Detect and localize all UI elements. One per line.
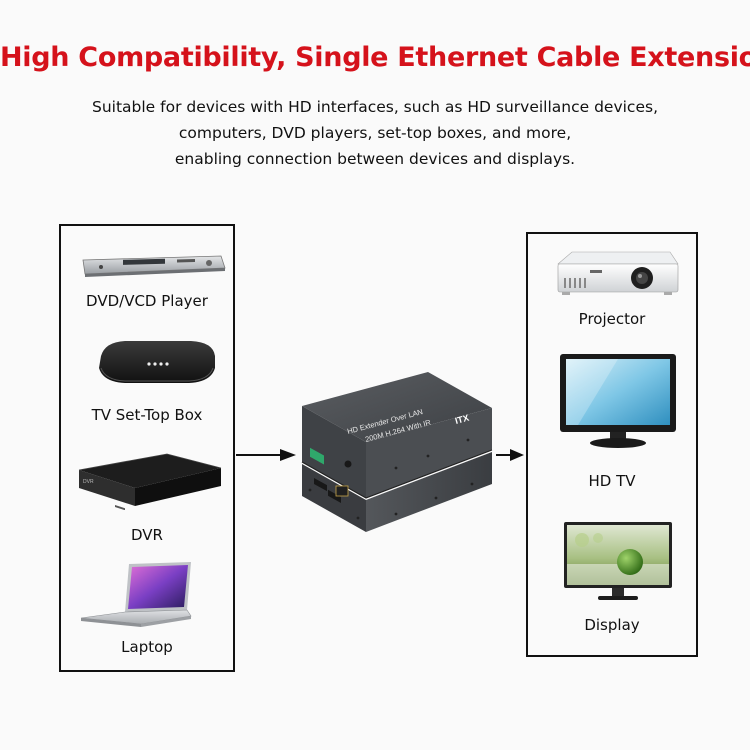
display-devices-panel: Projector HD TV <box>526 232 698 657</box>
laptop-icon <box>80 562 192 627</box>
set-top-box-icon <box>99 341 215 383</box>
page-title: High Compatibility, Single Ethernet Cabl… <box>0 42 750 73</box>
source-label-laptop: Laptop <box>121 638 173 656</box>
input-arrow <box>236 449 296 461</box>
source-dvr: DVR DVR <box>61 448 233 544</box>
source-devices-panel: DVD/VCD Player TV Set-Top Box DVR DVR <box>59 224 235 672</box>
source-set-top-box: TV Set-Top Box <box>61 338 233 424</box>
subtitle: Suitable for devices with HD interfaces,… <box>0 94 750 172</box>
display-hd-tv: HD TV <box>528 352 696 490</box>
dvd-player-icon <box>82 255 226 277</box>
source-laptop: Laptop <box>61 562 233 656</box>
dvr-icon: DVR <box>78 453 222 510</box>
svg-text:DVR: DVR <box>83 479 94 485</box>
extender-logo: ITX <box>454 413 470 426</box>
display-monitor: Display <box>528 520 696 646</box>
projector-icon <box>557 251 679 295</box>
hd-tv-icon <box>560 354 676 448</box>
source-label-dvd: DVD/VCD Player <box>86 292 208 310</box>
display-label-projector: Projector <box>578 310 646 328</box>
source-label-dvr: DVR <box>131 526 163 544</box>
source-label-set-top-box: TV Set-Top Box <box>91 406 203 424</box>
hdmi-extender-icon: HD Extender Over LAN 200M H.264 With IR … <box>301 372 493 532</box>
subtitle-line-1: Suitable for devices with HD interfaces,… <box>91 98 658 116</box>
display-monitor-icon <box>564 522 672 600</box>
subtitle-line-3: enabling connection between devices and … <box>174 150 576 168</box>
output-arrow <box>496 449 524 461</box>
display-label-monitor: Display <box>584 616 640 634</box>
source-dvd-player: DVD/VCD Player <box>61 248 233 310</box>
display-projector: Projector <box>528 248 696 338</box>
display-label-hd-tv: HD TV <box>588 472 636 490</box>
subtitle-line-2: computers, DVD players, set-top boxes, a… <box>178 124 572 142</box>
